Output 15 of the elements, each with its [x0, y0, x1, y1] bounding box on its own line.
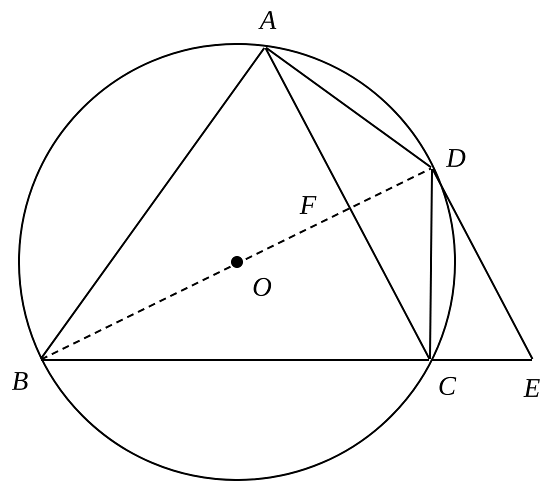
point-label: C [440, 376, 456, 396]
point-label: F [300, 196, 316, 214]
point-label: B [12, 372, 28, 390]
point-label: E [523, 379, 540, 397]
line-segment [431, 359, 532, 361]
line-segment [429, 168, 433, 359]
line-segment [264, 48, 430, 360]
line-segment [41, 359, 429, 361]
point-label: O [231, 256, 272, 296]
point-label: A [258, 11, 276, 29]
point-label: D [446, 149, 466, 167]
line-segment [432, 168, 534, 360]
line-segment [40, 47, 266, 360]
line-segment [265, 46, 432, 168]
dashed-line [40, 168, 432, 360]
